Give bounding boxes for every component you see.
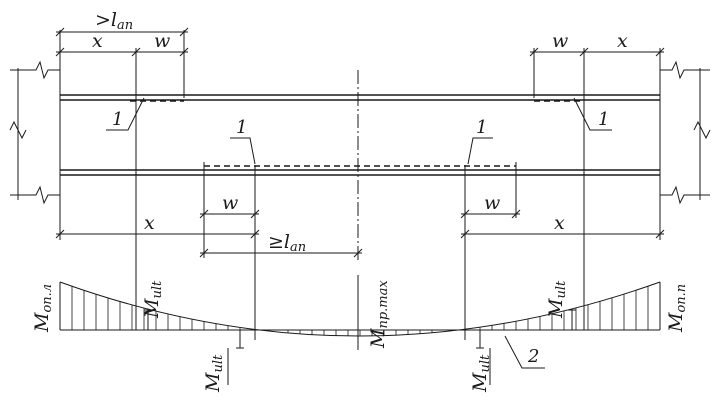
tick <box>250 209 260 219</box>
tick <box>353 248 363 258</box>
label-m-pr-max: Mпр.max <box>367 280 391 349</box>
leader-marker-2 <box>504 335 545 369</box>
label-x-bottom-left: x <box>144 212 155 234</box>
tick <box>179 27 189 37</box>
label-m-ult-left: Mult <box>141 280 165 319</box>
marker-1-bottom-left: 1 <box>236 117 247 138</box>
cutoff-bars <box>130 100 584 167</box>
label-w-bottom-right: w <box>484 192 500 214</box>
tick <box>55 27 65 37</box>
leader-marker-1-top-left <box>106 97 145 131</box>
marker-1-top-left: 1 <box>112 109 123 130</box>
label-x-bottom-right: x <box>554 212 565 234</box>
label-lan-bottom: ≥lan <box>268 231 306 255</box>
tick <box>131 47 141 57</box>
label-x-top-left: x <box>92 30 103 52</box>
marker-1-top-right: 1 <box>598 109 609 130</box>
tick <box>460 229 470 239</box>
break-symbol-right-bottom <box>660 185 710 205</box>
tick <box>579 47 589 57</box>
leader-marker-1-top-right <box>573 97 612 131</box>
label-m-ult-right: Mult <box>545 280 569 319</box>
moment-hatching <box>71 286 649 336</box>
break-symbol-right-mid <box>693 120 711 140</box>
tick <box>511 209 521 219</box>
tick <box>179 47 189 57</box>
tick <box>655 229 665 239</box>
leader-marker-1-bottom-left <box>230 137 256 165</box>
tick <box>460 209 470 219</box>
tick <box>655 47 665 57</box>
tick <box>55 47 65 57</box>
dimensions <box>55 27 665 340</box>
tick <box>199 248 209 258</box>
markers: 1 1 1 1 2 <box>106 97 612 369</box>
moment-labels: Mоп.л Mоп.п Mult Mult Mult Mult Mпр.max <box>31 280 689 393</box>
label-lan-top: >lan <box>95 9 133 33</box>
label-x-top-right: x <box>617 30 628 52</box>
leader-marker-1-bottom-right <box>467 137 493 165</box>
break-symbols <box>9 60 711 205</box>
label-m-op-p: Mоп.п <box>665 284 689 333</box>
label-m-ult-mid-right: Mult <box>469 354 493 393</box>
moment-diagram <box>59 275 661 385</box>
tick <box>199 209 209 219</box>
label-w-bottom-left: w <box>222 192 238 214</box>
label-m-op-l: Mоп.л <box>31 284 55 333</box>
beam <box>17 65 701 200</box>
break-symbol-right-top <box>660 60 710 80</box>
marker-2: 2 <box>527 346 539 367</box>
tick <box>250 229 260 239</box>
break-symbol-left-mid <box>9 120 27 140</box>
break-symbol-left-bottom <box>10 185 60 205</box>
label-m-ult-mid-left: Mult <box>202 354 226 393</box>
tick <box>529 47 539 57</box>
label-w-top-right: w <box>552 30 568 52</box>
marker-1-bottom-right: 1 <box>476 117 487 138</box>
tick <box>55 229 65 239</box>
dimension-labels: >lan x w w x w w x x ≥lan <box>92 9 628 255</box>
label-w-top-left: w <box>154 30 170 52</box>
break-symbol-left-top <box>10 60 60 80</box>
